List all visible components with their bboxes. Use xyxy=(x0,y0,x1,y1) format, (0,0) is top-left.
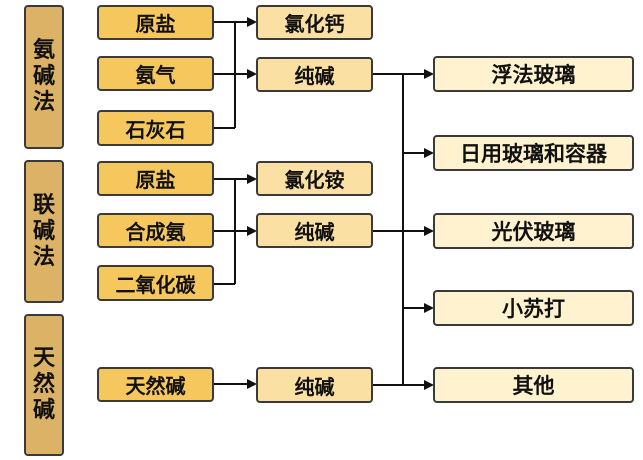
method-char: 然 xyxy=(32,372,55,397)
application-pv-glass: 光伏玻璃 xyxy=(433,213,634,249)
input-carbon-dioxide: 二氧化碳 xyxy=(97,265,214,301)
byproduct-calcium-chloride: 氯化钙 xyxy=(256,5,373,40)
byproduct-ammonium-chloride: 氯化铵 xyxy=(256,161,373,196)
input-limestone: 石灰石 xyxy=(97,110,214,146)
product-soda-ash: 纯碱 xyxy=(256,213,373,248)
product-soda-ash: 纯碱 xyxy=(256,367,373,403)
method-combined-soda: 联 碱 法 xyxy=(24,160,64,303)
method-char: 天 xyxy=(32,346,55,371)
input-raw-salt: 原盐 xyxy=(97,5,214,40)
application-float-glass: 浮法玻璃 xyxy=(433,56,634,92)
method-char: 碱 xyxy=(32,398,55,423)
method-char: 碱 xyxy=(32,64,55,89)
application-other: 其他 xyxy=(433,367,634,403)
input-synthetic-ammonia: 合成氨 xyxy=(97,213,214,248)
product-soda-ash: 纯碱 xyxy=(256,57,373,92)
input-ammonia-gas: 氨气 xyxy=(97,56,214,91)
method-char: 联 xyxy=(32,192,55,218)
method-char: 氨 xyxy=(32,38,55,63)
application-baking-soda: 小苏打 xyxy=(433,290,634,326)
method-char: 法 xyxy=(32,90,55,115)
input-trona: 天然碱 xyxy=(97,367,214,402)
application-daily-glass-containers: 日用玻璃和容器 xyxy=(433,135,634,171)
method-char: 法 xyxy=(32,244,55,270)
method-natural-soda: 天 然 碱 xyxy=(24,314,64,456)
method-char: 碱 xyxy=(32,218,55,244)
input-raw-salt: 原盐 xyxy=(97,161,214,196)
method-ammonia-soda: 氨 碱 法 xyxy=(24,5,64,149)
